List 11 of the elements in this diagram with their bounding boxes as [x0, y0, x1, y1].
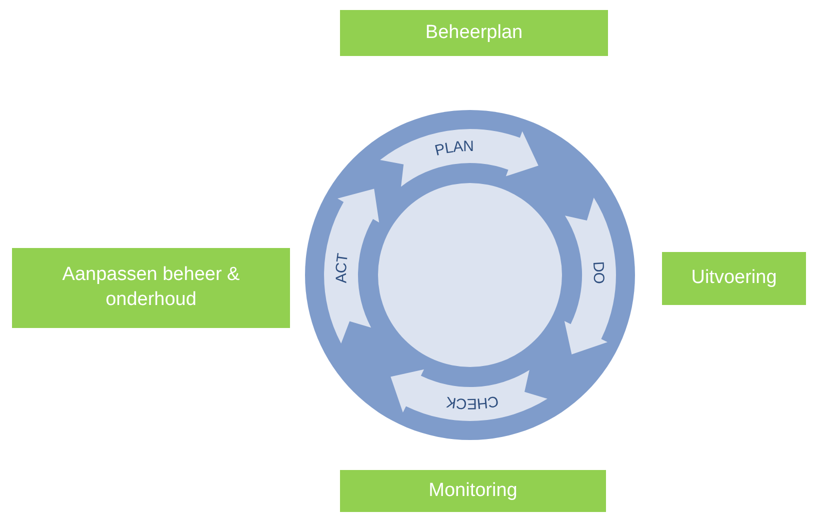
curved-arrow — [324, 188, 380, 344]
arrow-label: DO — [590, 260, 608, 284]
curved-arrow — [564, 198, 616, 354]
curved-arrow — [380, 129, 538, 187]
curved-arrow — [390, 369, 548, 421]
label-box: Monitoring — [340, 470, 606, 512]
arrow-label: CHECK — [444, 392, 500, 413]
label-box: Beheerplan — [340, 10, 608, 56]
label-box: Aanpassen beheer & onderhoud — [12, 248, 290, 328]
label-box: Uitvoering — [662, 252, 806, 305]
arrow-label: PLAN — [433, 137, 474, 160]
